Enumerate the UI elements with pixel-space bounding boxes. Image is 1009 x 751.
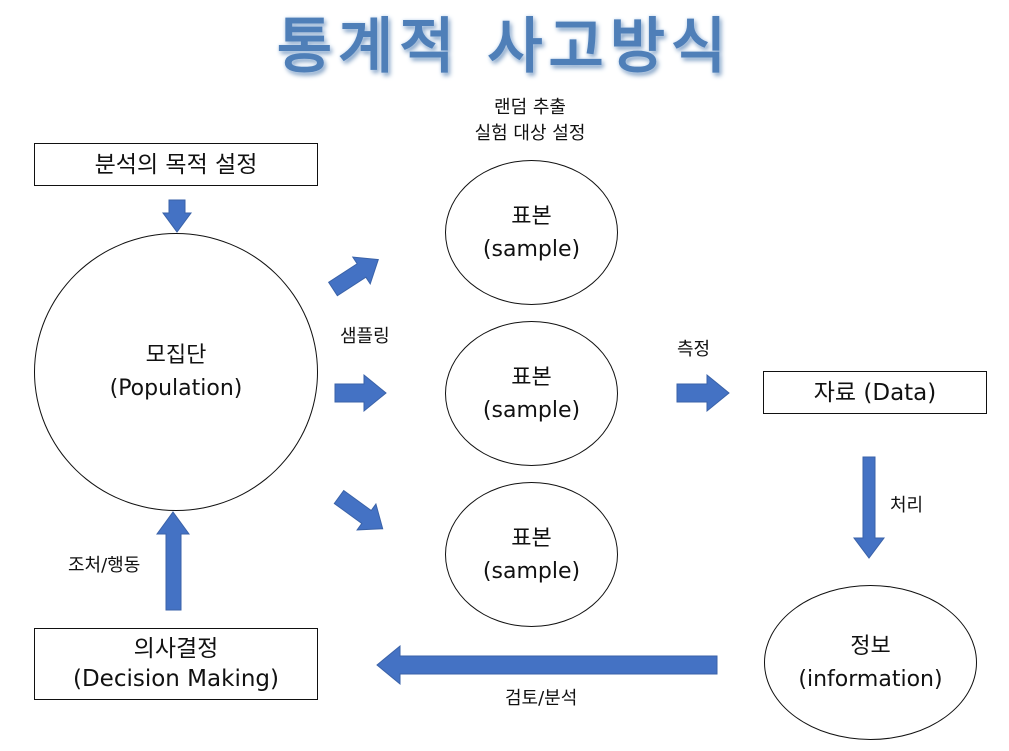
purpose-box: 분석의 목적 설정 — [34, 143, 318, 186]
arrow-purpose-to-population — [162, 199, 192, 233]
information-ellipse: 정보 (information) — [764, 585, 977, 740]
data-box: 자료 (Data) — [763, 371, 987, 414]
information-sublabel: (information) — [798, 666, 943, 692]
sample-label: 표본 — [511, 364, 552, 390]
sample-label: 표본 — [511, 203, 552, 229]
sampling-note-line2: 실험 대상 설정 — [474, 123, 586, 144]
measure-label: 측정 — [677, 339, 711, 360]
sample-ellipse-bottom: 표본 (sample) — [445, 482, 618, 627]
arrow-to-sample-middle — [334, 373, 387, 413]
information-label: 정보 — [850, 633, 891, 659]
sample-sublabel: (sample) — [482, 236, 581, 262]
decision-label: 의사결정 — [133, 636, 219, 662]
sample-sublabel: (sample) — [482, 397, 581, 423]
arrow-information-to-decision — [376, 644, 718, 686]
purpose-text: 분석의 목적 설정 — [94, 151, 258, 178]
decision-sublabel: (Decision Making) — [72, 666, 279, 692]
arrow-data-to-information — [853, 456, 885, 559]
process-label: 처리 — [890, 495, 924, 516]
review-label: 검토/분석 — [505, 688, 578, 709]
arrow-decision-to-population — [156, 511, 190, 611]
sample-sublabel: (sample) — [482, 558, 581, 584]
sample-ellipse-middle: 표본 (sample) — [445, 321, 618, 466]
sample-ellipse-top: 표본 (sample) — [445, 160, 618, 305]
population-label: 모집단 — [145, 343, 207, 368]
sampling-note-line1: 랜덤 추출 — [494, 97, 566, 118]
population-sublabel: (Population) — [109, 376, 243, 401]
arrow-to-sample-top — [327, 256, 379, 297]
diagram-title: 통계적 사고방식 — [276, 12, 733, 82]
action-label: 조처/행동 — [68, 555, 141, 576]
sample-label: 표본 — [511, 525, 552, 551]
sampling-label: 샘플링 — [340, 326, 390, 347]
arrow-to-sample-bottom — [333, 489, 384, 531]
arrow-sample-to-data — [676, 373, 730, 413]
decision-box: 의사결정 (Decision Making) — [34, 628, 318, 700]
population-circle: 모집단 (Population) — [34, 233, 318, 511]
sampling-note: 랜덤 추출 실험 대상 설정 — [460, 95, 600, 147]
data-text: 자료 (Data) — [813, 379, 937, 406]
